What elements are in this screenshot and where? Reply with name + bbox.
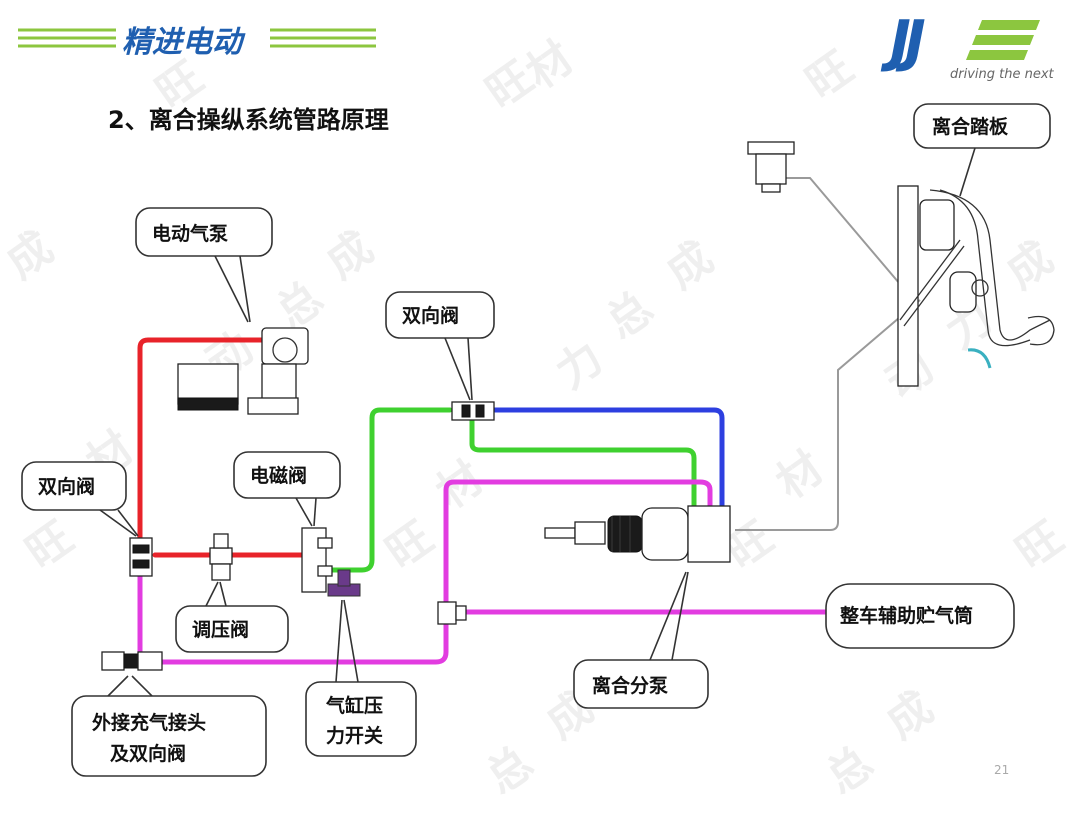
top-two-way-valve xyxy=(451,401,495,421)
label-solenoid-valve: 电磁阀 xyxy=(250,464,307,487)
header-brand: 精进电动 xyxy=(18,25,376,60)
callout-electric-air-pump: 电动气泵 xyxy=(135,207,273,323)
label-cylinder-pressure-switch-line1: 气缸压 xyxy=(325,694,383,717)
callout-clutch-pedal: 离合踏板 xyxy=(913,103,1051,197)
left-two-way-valve xyxy=(129,537,153,577)
solenoid-valve xyxy=(301,527,333,593)
watermark-char: 总 xyxy=(597,282,662,349)
watermark-char: 成 xyxy=(877,682,942,749)
watermark-char: 成 xyxy=(0,222,62,289)
watermark-char: 总 xyxy=(477,737,542,804)
label-external-connector-line2: 及双向阀 xyxy=(110,742,186,765)
section-title: 2、离合操纵系统管路原理 xyxy=(108,106,389,134)
watermark-char: 成 xyxy=(657,232,722,299)
cylinder-pressure-switch xyxy=(327,569,361,597)
callout-pressure-regulator: 调压阀 xyxy=(175,581,289,653)
logo-e-bars xyxy=(966,20,1040,60)
pipe-green-lower xyxy=(469,417,697,513)
watermark-char: 旺 xyxy=(377,512,442,579)
pipe-grey-mechanical xyxy=(735,299,921,531)
fluid-reservoir xyxy=(747,141,795,193)
watermark-char: 成 xyxy=(317,222,382,289)
callout-clutch-slave-cylinder: 离合分泵 xyxy=(573,571,709,709)
watermark-char: 材 xyxy=(767,442,832,509)
brand-stripes-left xyxy=(18,28,116,48)
label-vehicle-air-tank: 整车辅助贮气筒 xyxy=(840,604,973,627)
callout-solenoid-valve: 电磁阀 xyxy=(233,451,341,527)
callout-two-way-valve-left: 双向阀 xyxy=(21,461,139,537)
callout-cylinder-pressure-switch: 气缸压 力开关 xyxy=(305,599,417,757)
label-clutch-slave-cylinder: 离合分泵 xyxy=(592,674,668,697)
label-cylinder-pressure-switch-line2: 力开关 xyxy=(326,724,383,747)
pressure-regulator-valve xyxy=(209,533,233,581)
company-logo: JJ driving the next xyxy=(880,9,1055,82)
pipe-blue xyxy=(492,407,725,513)
watermark-char: 旺 xyxy=(1007,512,1072,579)
clutch-pedal-assembly xyxy=(897,185,1055,387)
watermark-char: 旺 xyxy=(17,512,82,579)
label-clutch-pedal: 离合踏板 xyxy=(932,115,1009,138)
brand-title: 精进电动 xyxy=(122,25,246,60)
pipe-grey-reservoir xyxy=(785,177,906,291)
logo-text: JJ xyxy=(880,9,925,74)
pipes xyxy=(137,177,921,665)
watermark-char: 力 xyxy=(547,332,612,399)
logo-tagline: driving the next xyxy=(950,67,1055,82)
watermark: 旺 材 旺 旺 成 总 成 动 力 总 成 材 旺 材 旺 材 旺 动 力 成 … xyxy=(0,32,1072,804)
watermark-char: 材 xyxy=(427,452,492,519)
tee-connector xyxy=(437,601,467,625)
label-electric-air-pump: 电动气泵 xyxy=(152,222,228,245)
pipe-magenta-bottom xyxy=(157,479,713,665)
watermark-char: 成 xyxy=(997,232,1062,299)
watermark-char: 旺 xyxy=(797,42,862,109)
electric-air-pump xyxy=(177,327,309,415)
pipe-red-pump xyxy=(137,337,265,543)
external-charging-connector xyxy=(101,651,163,671)
brand-stripes-right xyxy=(270,28,376,48)
watermark-char: 总 xyxy=(817,737,882,804)
label-two-way-valve-left: 双向阀 xyxy=(38,475,95,498)
pipe-green-upper xyxy=(327,407,453,573)
label-pressure-regulator: 调压阀 xyxy=(192,618,249,641)
label-external-connector-line1: 外接充气接头 xyxy=(92,711,206,734)
page-number: 21 xyxy=(994,763,1009,777)
callout-external-connector: 外接充气接头 及双向阀 xyxy=(71,675,267,777)
vehicle-air-tank: 整车辅助贮气筒 xyxy=(825,583,1015,649)
callout-two-way-valve-top: 双向阀 xyxy=(385,291,495,401)
label-two-way-valve-top: 双向阀 xyxy=(402,304,459,327)
clutch-slave-cylinder xyxy=(544,505,731,563)
